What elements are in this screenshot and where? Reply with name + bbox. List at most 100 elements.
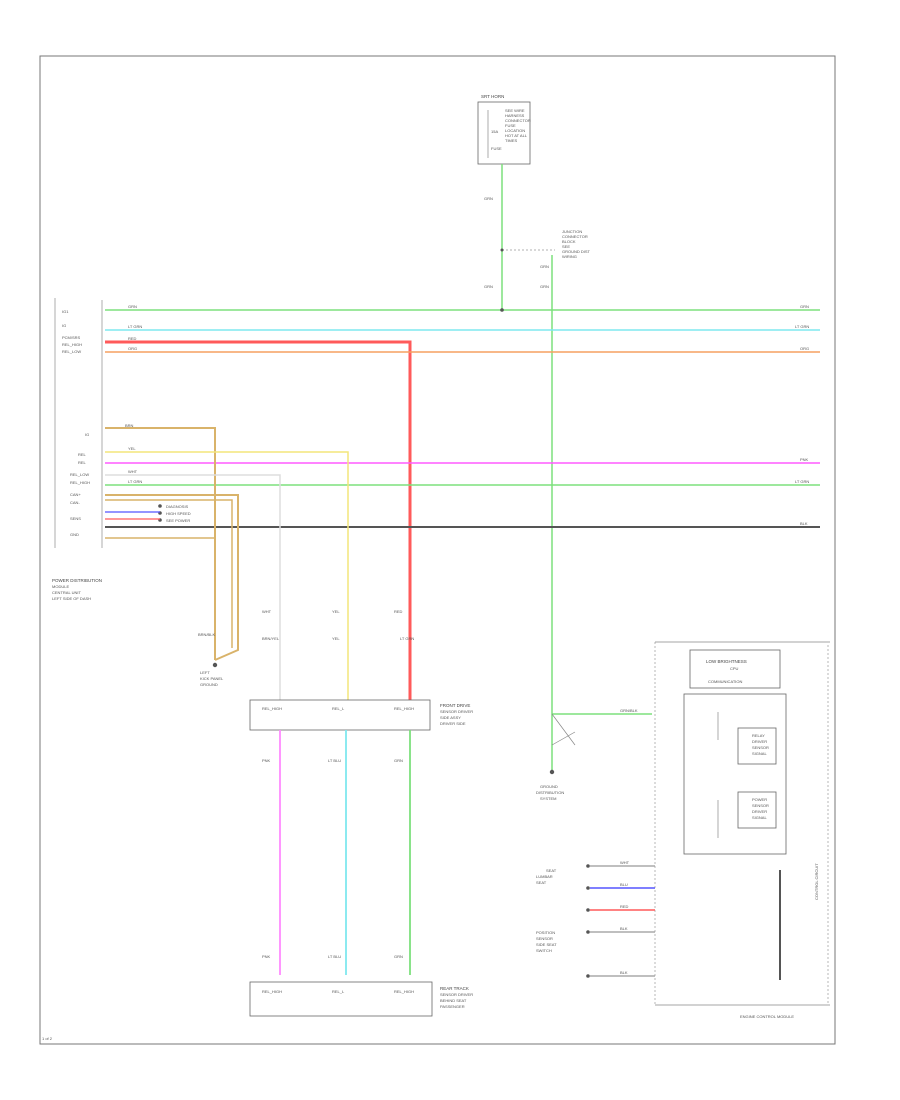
- svg-text:REAR TRACK: REAR TRACK: [440, 986, 469, 991]
- svg-text:SENSOR DRIVER: SENSOR DRIVER: [440, 709, 473, 714]
- svg-text:LT GRN: LT GRN: [795, 479, 809, 484]
- svg-text:SWITCH: SWITCH: [536, 948, 552, 953]
- svg-text:LT BLU: LT BLU: [328, 954, 341, 959]
- svg-text:SENSOR: SENSOR: [536, 936, 553, 941]
- svg-text:REL_L: REL_L: [332, 706, 345, 711]
- svg-text:ORG: ORG: [128, 346, 137, 351]
- svg-text:IG: IG: [62, 323, 66, 328]
- diagram-frame: [39, 55, 836, 1045]
- svg-text:CONNECTOR: CONNECTOR: [505, 118, 531, 123]
- svg-text:REL_HIGH: REL_HIGH: [262, 706, 282, 711]
- svg-text:GRN: GRN: [540, 264, 549, 269]
- svg-text:TIMES: TIMES: [505, 138, 518, 143]
- svg-text:LUMBAR: LUMBAR: [536, 874, 553, 879]
- svg-text:DRIVER SIDE: DRIVER SIDE: [440, 721, 466, 726]
- rear-sensor: PNK LT BLU GRN REL_HIGH REL_L REL_HIGH R…: [249, 954, 473, 1017]
- right-module: LOW BRIGHTNESS CPU COMMUNICATION RELAY D…: [654, 641, 830, 1019]
- svg-text:BLU: BLU: [620, 882, 628, 887]
- svg-text:LT GRN: LT GRN: [128, 479, 142, 484]
- svg-text:SENSOR: SENSOR: [752, 745, 769, 750]
- svg-text:FUSE: FUSE: [505, 123, 516, 128]
- svg-text:BLK: BLK: [620, 926, 628, 931]
- left-module: IG1 IG PCM/SRS REL_HIGH REL_LOW IG REL R…: [52, 298, 191, 601]
- svg-text:REL_HIGH: REL_HIGH: [394, 989, 414, 994]
- svg-text:CAN-: CAN-: [70, 500, 80, 505]
- svg-text:WHT: WHT: [262, 609, 272, 614]
- svg-text:15A: 15A: [491, 129, 498, 134]
- svg-text:RED: RED: [620, 904, 629, 909]
- svg-text:GRN: GRN: [394, 954, 403, 959]
- svg-text:SIGNAL: SIGNAL: [752, 815, 767, 820]
- svg-text:PNK: PNK: [262, 954, 271, 959]
- svg-text:RED: RED: [128, 336, 137, 341]
- svg-text:CAN+: CAN+: [70, 492, 81, 497]
- svg-text:SEE POWER: SEE POWER: [166, 518, 190, 523]
- svg-text:IG1: IG1: [62, 309, 69, 314]
- front-sensor: WHT YEL RED BRN/YEL YEL LT GRN REL_HIGH …: [249, 609, 473, 731]
- svg-text:LT GRN: LT GRN: [795, 324, 809, 329]
- svg-text:HARNESS: HARNESS: [505, 113, 525, 118]
- svg-text:SIDE ASSY: SIDE ASSY: [440, 715, 461, 720]
- svg-text:GROUND DIST: GROUND DIST: [562, 249, 591, 254]
- horizontal-wires: GRN GRN LT GRN LT GRN RED ORG ORG PNK LT…: [105, 304, 820, 700]
- svg-text:LEFT: LEFT: [200, 670, 210, 675]
- svg-text:BEHIND SEAT: BEHIND SEAT: [440, 998, 467, 1003]
- svg-text:LT BLU: LT BLU: [328, 758, 341, 763]
- svg-text:HIGH SPEED: HIGH SPEED: [166, 511, 191, 516]
- svg-text:SEE WIRE: SEE WIRE: [505, 108, 525, 113]
- svg-text:DRIVER: DRIVER: [752, 739, 767, 744]
- svg-text:LOCATION: LOCATION: [505, 128, 525, 133]
- page-number: 1 of 2: [42, 1036, 53, 1041]
- svg-text:PNK: PNK: [262, 758, 271, 763]
- svg-text:GROUND: GROUND: [200, 682, 218, 687]
- svg-text:GRN: GRN: [540, 284, 549, 289]
- svg-text:WHT: WHT: [128, 469, 138, 474]
- svg-text:DIAGNOSIS: DIAGNOSIS: [166, 504, 189, 509]
- top-module: SRT HORN SEE WIRE HARNESS CONNECTOR FUSE…: [477, 94, 531, 165]
- svg-text:RELAY: RELAY: [752, 733, 765, 738]
- top-module-box: [477, 101, 531, 165]
- svg-text:LT GRN: LT GRN: [128, 324, 142, 329]
- svg-text:YEL: YEL: [128, 446, 136, 451]
- svg-text:GRN: GRN: [128, 304, 137, 309]
- svg-text:BLOCK: BLOCK: [562, 239, 576, 244]
- svg-text:LEFT SIDE OF DASH: LEFT SIDE OF DASH: [52, 596, 91, 601]
- svg-text:SENSOR: SENSOR: [752, 803, 769, 808]
- svg-text:PCM/SRS: PCM/SRS: [62, 335, 81, 340]
- svg-text:PASSENGER: PASSENGER: [440, 1004, 465, 1009]
- svg-text:SIGNAL: SIGNAL: [752, 751, 767, 756]
- rear-sensor-box: [249, 981, 433, 1017]
- svg-text:YEL: YEL: [332, 609, 340, 614]
- svg-text:LOW BRIGHTNESS: LOW BRIGHTNESS: [706, 659, 747, 664]
- svg-text:YEL: YEL: [332, 636, 340, 641]
- svg-text:REL: REL: [78, 452, 87, 457]
- svg-text:CENTRAL UNIT: CENTRAL UNIT: [52, 590, 82, 595]
- svg-text:GRN: GRN: [800, 304, 809, 309]
- junction-block: JUNCTION CONNECTOR BLOCK SEE GROUND DIST…: [500, 229, 591, 259]
- svg-text:KICK PANEL: KICK PANEL: [200, 676, 224, 681]
- svg-text:MODULE: MODULE: [52, 584, 69, 589]
- svg-text:SENSOR DRIVER: SENSOR DRIVER: [440, 992, 473, 997]
- svg-text:RED: RED: [394, 609, 403, 614]
- svg-text:SEAT: SEAT: [546, 868, 557, 873]
- svg-text:WIRING: WIRING: [562, 254, 577, 259]
- svg-text:POWER: POWER: [752, 797, 767, 802]
- svg-text:CPU: CPU: [730, 666, 739, 671]
- svg-text:BRN/YEL: BRN/YEL: [262, 636, 280, 641]
- svg-text:IG: IG: [85, 432, 89, 437]
- svg-text:CONNECTOR: CONNECTOR: [562, 234, 588, 239]
- top-module-title: SRT HORN: [481, 94, 504, 99]
- svg-text:JUNCTION: JUNCTION: [562, 229, 582, 234]
- svg-text:FRONT DRIVE: FRONT DRIVE: [440, 703, 470, 708]
- svg-text:DRIVER: DRIVER: [752, 809, 767, 814]
- svg-text:REL_HIGH: REL_HIGH: [394, 706, 414, 711]
- svg-text:PNK: PNK: [800, 457, 809, 462]
- svg-text:CONTROL CIRCUIT: CONTROL CIRCUIT: [814, 863, 819, 900]
- svg-text:SEE: SEE: [562, 244, 570, 249]
- svg-text:WHT: WHT: [620, 860, 630, 865]
- svg-text:GRN: GRN: [394, 758, 403, 763]
- svg-text:HOT AT ALL: HOT AT ALL: [505, 133, 528, 138]
- svg-text:FUSE: FUSE: [491, 146, 502, 151]
- svg-text:POSITION: POSITION: [536, 930, 555, 935]
